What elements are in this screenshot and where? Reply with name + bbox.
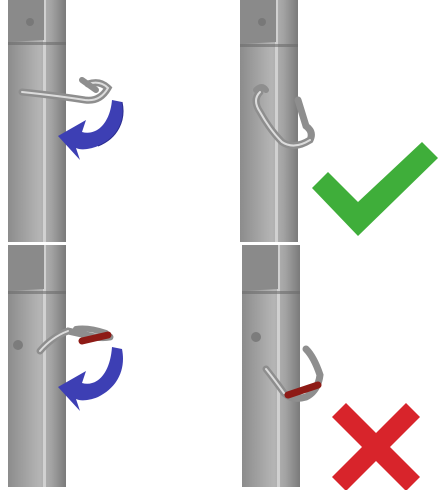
panel-bottom-left (0, 245, 222, 490)
panel-top-left (0, 0, 222, 245)
cross-mark-icon (332, 403, 420, 490)
square-post (242, 245, 300, 487)
post-with-clip-installed (222, 0, 444, 245)
post-with-clip-rotation-red-grip (0, 245, 222, 490)
panel-top-right (222, 0, 444, 245)
curved-arrow-icon (58, 100, 123, 160)
post-hole (251, 332, 261, 342)
square-post (8, 0, 66, 242)
curved-arrow-icon (58, 347, 123, 411)
post-hole (13, 340, 23, 350)
post-with-clip-rotation (0, 0, 222, 245)
post-with-clip-wrong (222, 245, 444, 490)
square-post (8, 245, 66, 487)
panel-bottom-right (222, 245, 444, 490)
check-mark-icon (312, 142, 438, 236)
